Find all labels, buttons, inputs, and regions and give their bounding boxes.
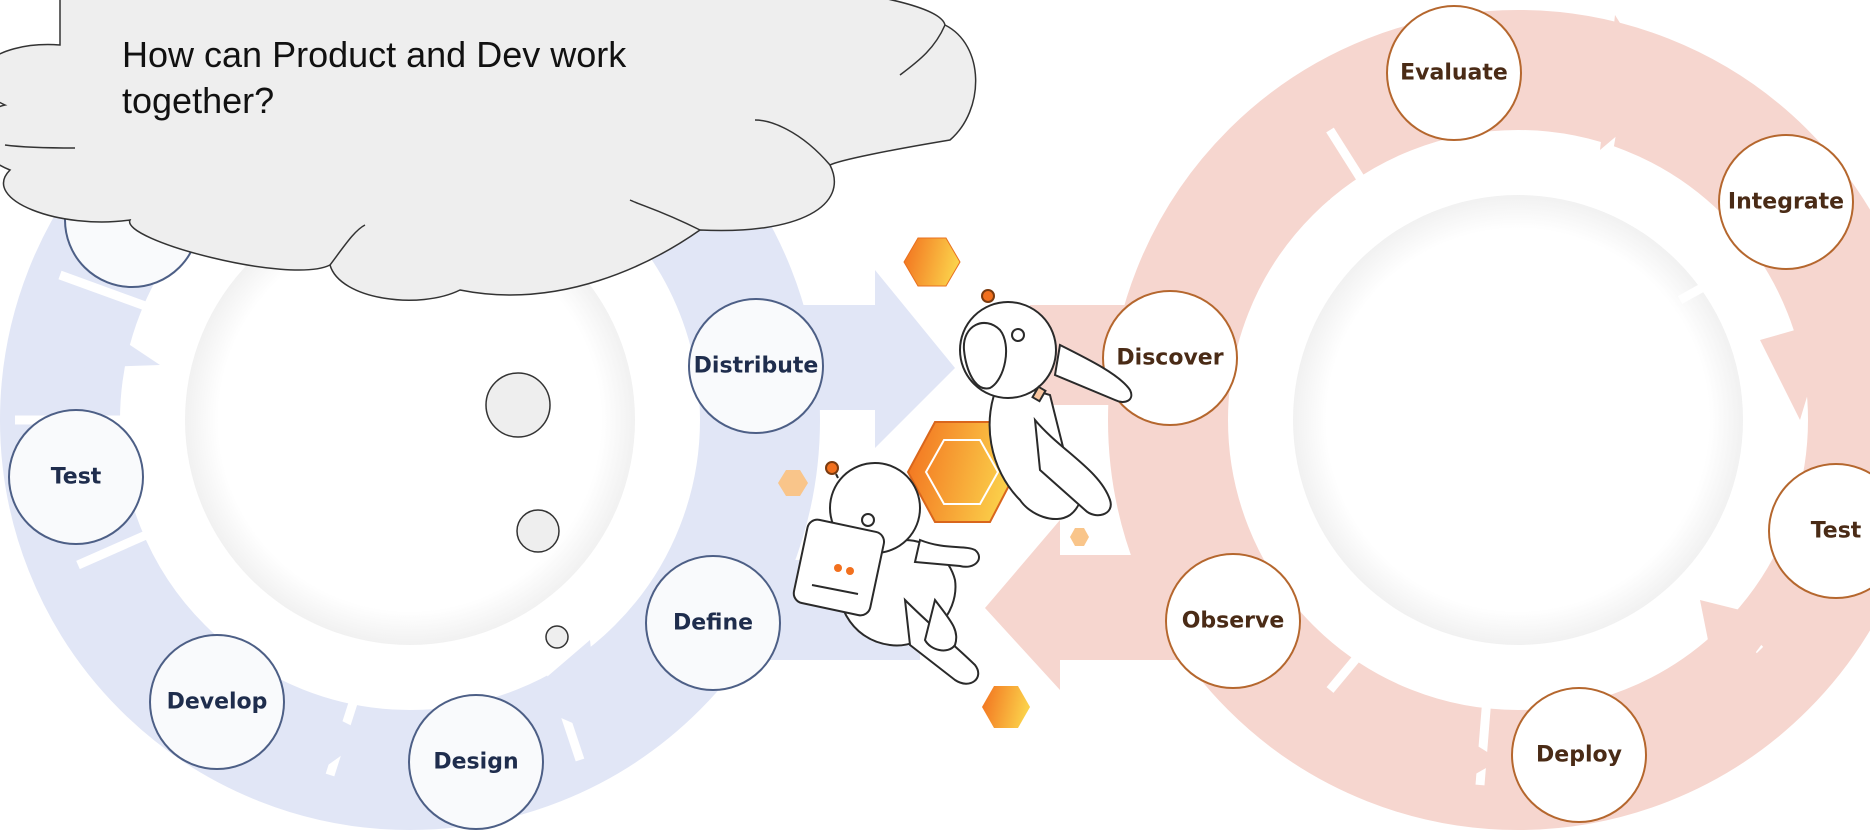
- node-define: Define: [645, 555, 781, 691]
- distribute-arrow: [780, 270, 955, 448]
- node-deploy-label: Deploy: [1536, 743, 1622, 768]
- node-test-left: Test: [8, 409, 144, 545]
- node-observe-label: Observe: [1182, 609, 1285, 634]
- node-evaluate-label: Evaluate: [1400, 61, 1508, 86]
- thought-bubble-medium: [516, 509, 560, 553]
- left-loop-nodes: Distribute Test Develop Design Define: [8, 152, 824, 830]
- node-test-right-label: Test: [1811, 519, 1862, 544]
- node-deploy: Deploy: [1511, 687, 1647, 823]
- right-loop-nodes: Evaluate Integrate Discover Test Observe…: [1102, 5, 1870, 823]
- node-discover: Discover: [1102, 290, 1238, 426]
- astronaut-top: [959, 289, 1133, 520]
- observe-arrow: [985, 520, 1200, 690]
- node-test-left-label: Test: [51, 465, 102, 490]
- thought-bubbles: [485, 372, 569, 649]
- hexagon-bottom: [982, 686, 1030, 728]
- node-design-label: Design: [433, 750, 518, 775]
- node-distribute: Distribute: [688, 298, 824, 434]
- thought-bubble-large: [485, 372, 551, 438]
- hexagon-tiny: [1070, 528, 1089, 546]
- left-loop-arrowheads: [20, 315, 600, 785]
- node-design: Design: [408, 694, 544, 830]
- node-develop: Develop: [149, 634, 285, 770]
- node-distribute-label: Distribute: [694, 354, 819, 379]
- right-loop-arrowheads: [1235, 15, 1830, 800]
- node-observe: Observe: [1165, 553, 1301, 689]
- node-test-right: Test: [1768, 463, 1870, 599]
- node-develop-label: Develop: [167, 690, 268, 715]
- node-integrate: Integrate: [1718, 134, 1854, 270]
- hexagon-top: [903, 237, 961, 287]
- hexagon-large-inner: [924, 439, 1000, 505]
- astronaut-bottom: [792, 461, 980, 685]
- right-loop-center: [1293, 195, 1743, 645]
- node-evaluate: Evaluate: [1386, 5, 1522, 141]
- node-integrate-label: Integrate: [1728, 190, 1844, 215]
- thought-cloud-text: How can Product and Dev work together?: [122, 34, 627, 121]
- hexagon-small-left: [778, 470, 808, 496]
- node-define-label: Define: [673, 611, 753, 636]
- thought-bubble-small: [545, 625, 569, 649]
- thought-cloud: [0, 0, 977, 301]
- node-discover-label: Discover: [1116, 346, 1223, 371]
